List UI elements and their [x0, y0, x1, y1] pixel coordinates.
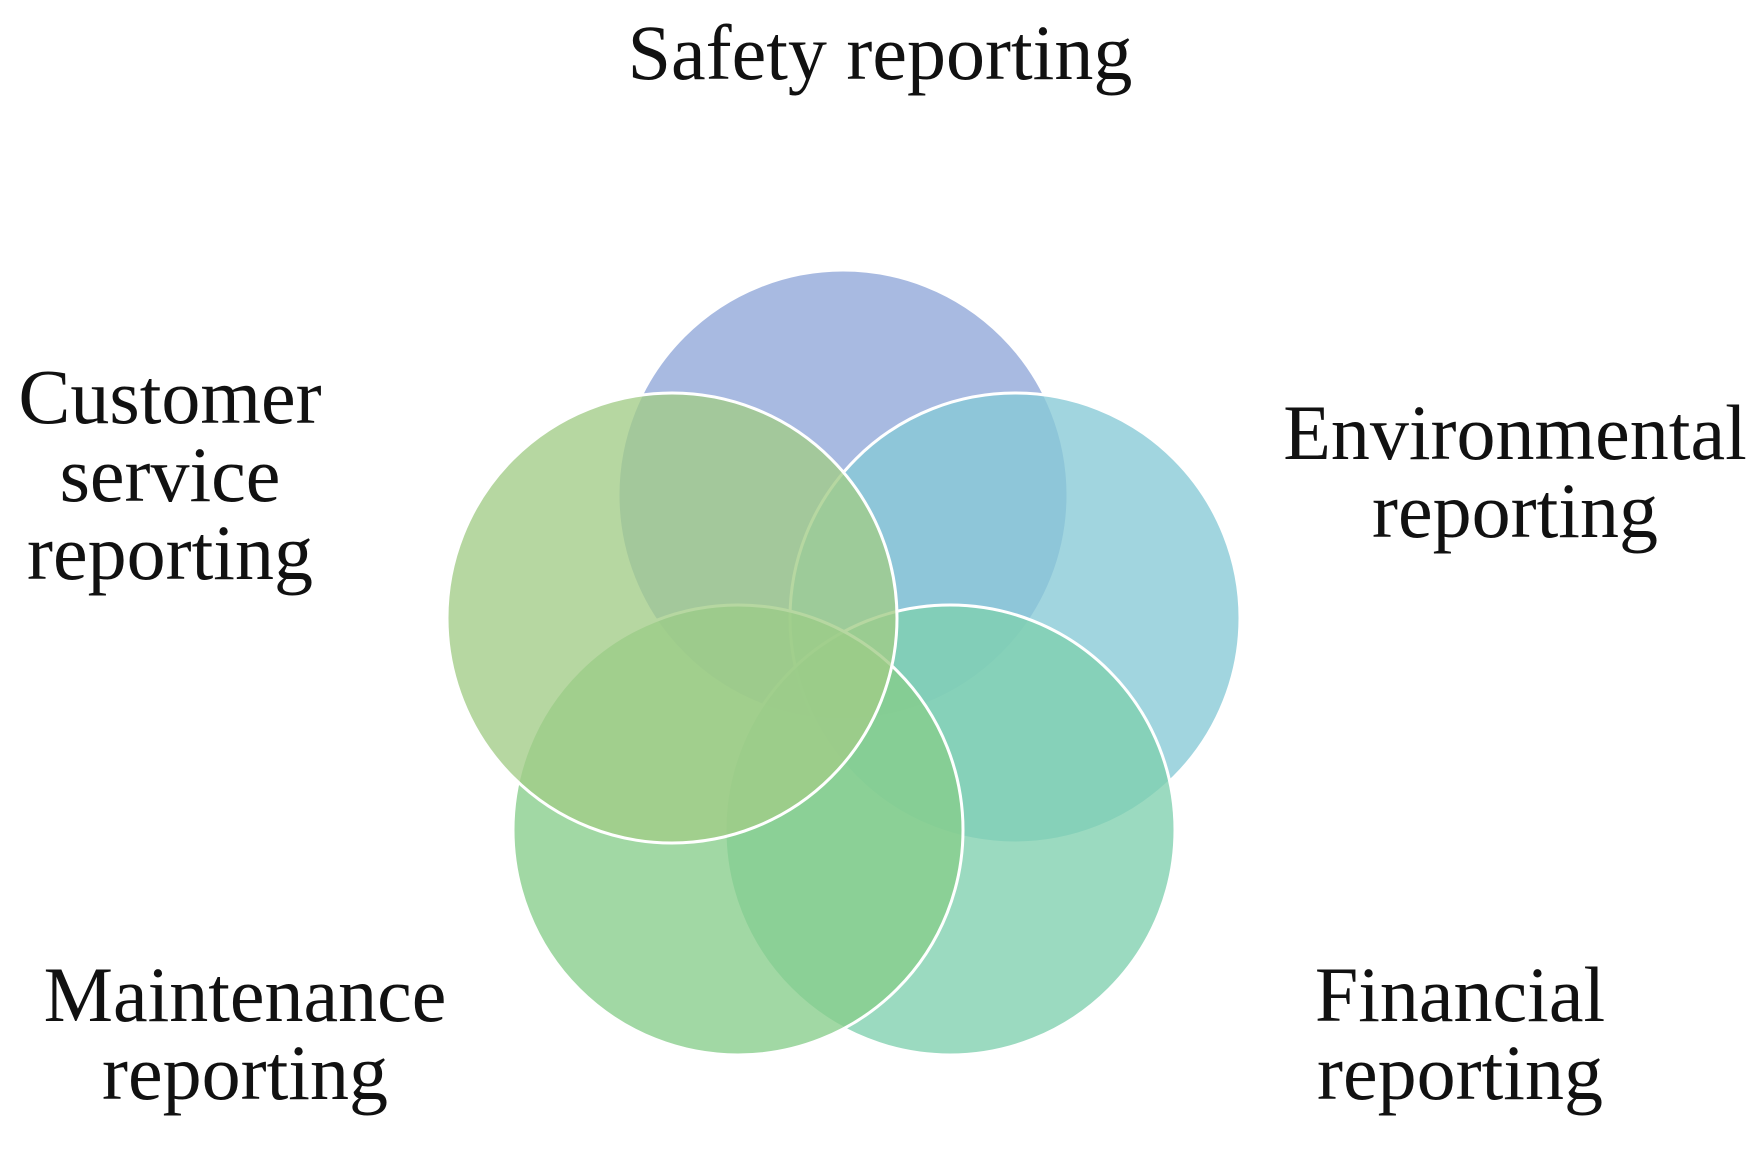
- label-safety-reporting: Safety reporting: [560, 14, 1200, 92]
- label-line: reporting: [1372, 467, 1658, 554]
- label-line: service: [59, 431, 281, 518]
- label-financial-reporting: Financial reporting: [1240, 956, 1680, 1112]
- label-line: Safety reporting: [627, 9, 1133, 96]
- label-line: reporting: [1317, 1029, 1603, 1116]
- label-maintenance-reporting: Maintenance reporting: [20, 956, 470, 1112]
- venn-circles: [445, 268, 1242, 1057]
- label-line: reporting: [27, 509, 313, 596]
- label-line: reporting: [102, 1029, 388, 1116]
- label-customer-service-reporting: Customer service reporting: [0, 358, 340, 592]
- circle-customer: [445, 391, 899, 845]
- label-line: Maintenance: [43, 951, 447, 1038]
- label-line: Customer: [18, 353, 322, 440]
- label-line: Environmental: [1283, 389, 1747, 476]
- label-line: Financial: [1314, 951, 1606, 1038]
- label-environmental-reporting: Environmental reporting: [1270, 394, 1760, 550]
